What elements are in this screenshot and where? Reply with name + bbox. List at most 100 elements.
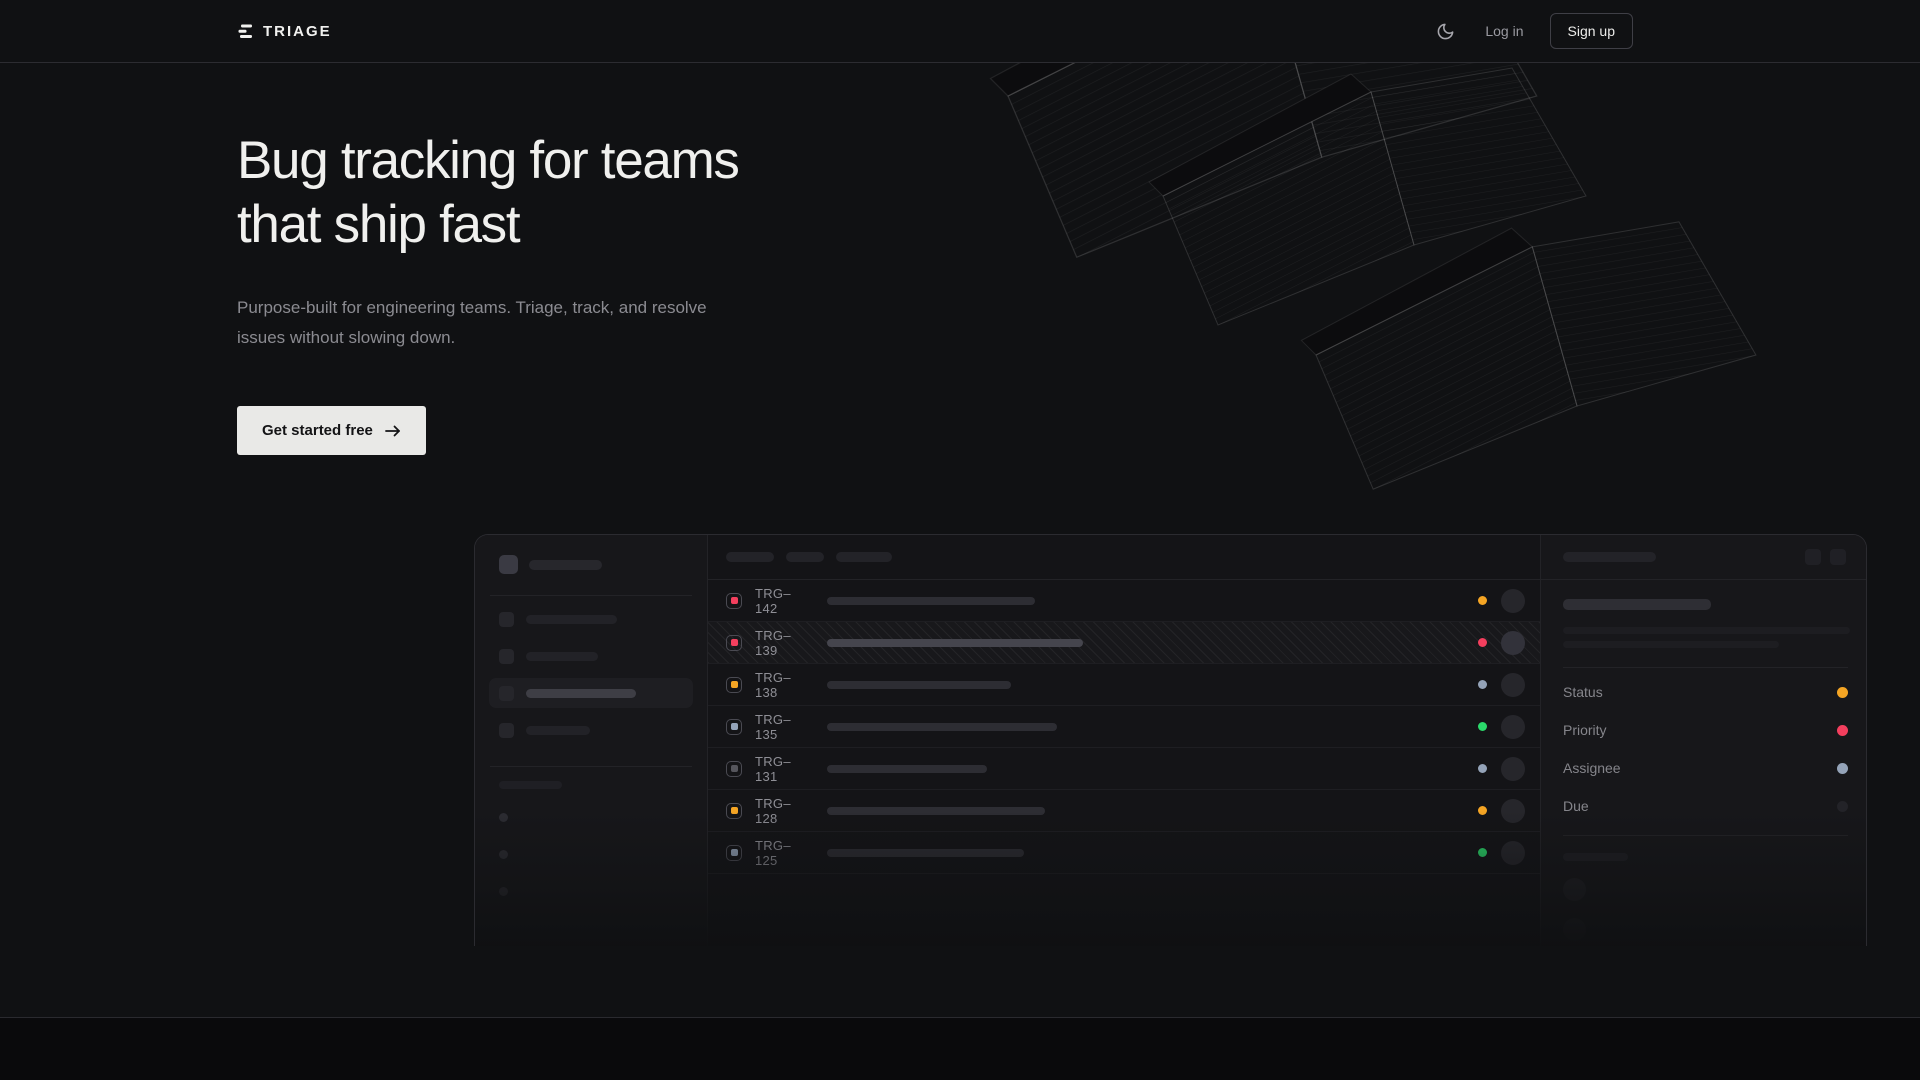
issue-row: TRG–131 xyxy=(708,748,1540,791)
detail-field-row: Assignee xyxy=(1563,749,1848,787)
get-started-label: Get started free xyxy=(262,422,373,440)
status-dot xyxy=(1478,638,1487,648)
nav-icon-placeholder xyxy=(499,611,514,627)
issue-id: TRG–142 xyxy=(755,585,791,616)
avatar xyxy=(1501,756,1525,781)
issue-row: TRG–142 xyxy=(708,580,1540,623)
avatar xyxy=(1501,672,1525,697)
issue-row: TRG–128 xyxy=(708,790,1540,833)
status-dot xyxy=(1478,680,1487,690)
divider xyxy=(490,766,692,768)
theme-toggle-button[interactable] xyxy=(1432,18,1459,45)
avatar xyxy=(1501,714,1525,739)
comment-avatar-placeholder xyxy=(1563,878,1586,902)
issue-list-header xyxy=(708,535,1540,581)
filter-pill-placeholder xyxy=(786,552,824,563)
status-dot xyxy=(1478,806,1487,816)
skeleton-bar xyxy=(526,688,636,698)
issue-row: TRG–139 xyxy=(708,622,1540,665)
skeleton-bar xyxy=(526,614,617,624)
panel-action-placeholder xyxy=(1830,549,1846,566)
workspace-logo-placeholder xyxy=(499,555,518,575)
avatar xyxy=(1501,588,1525,613)
issue-title-skeleton xyxy=(827,596,1035,605)
issue-type-icon xyxy=(726,844,742,861)
list-dot-placeholder xyxy=(499,850,508,860)
list-dot-placeholder xyxy=(499,887,508,897)
nav-icon-placeholder xyxy=(499,648,514,664)
list-dot-placeholder xyxy=(499,813,508,823)
filter-pill-placeholder xyxy=(726,552,774,563)
issue-title-skeleton xyxy=(827,638,1083,647)
issue-id: TRG–131 xyxy=(755,753,791,784)
issue-title-skeleton xyxy=(827,680,1011,689)
avatar xyxy=(1501,840,1525,865)
field-label: Status xyxy=(1563,684,1603,701)
status-dot xyxy=(1478,764,1487,774)
description-skeleton xyxy=(1563,627,1850,635)
sidebar-nav-item xyxy=(489,641,693,671)
sidebar-nav-item xyxy=(489,715,693,745)
sidebar-nav-item xyxy=(489,604,693,634)
field-value-dot xyxy=(1837,800,1848,812)
description-skeleton xyxy=(1563,641,1779,649)
status-dot xyxy=(1478,596,1487,606)
issue-id: TRG–128 xyxy=(755,795,791,826)
issue-row: TRG–125 xyxy=(708,832,1540,875)
arrow-right-icon xyxy=(384,425,400,437)
field-value-dot xyxy=(1837,686,1848,698)
signup-button[interactable]: Sign up xyxy=(1549,13,1633,49)
hero-title-line1: Bug tracking for teams xyxy=(237,131,740,190)
issue-type-icon xyxy=(726,634,742,651)
field-value-dot xyxy=(1837,762,1848,774)
divider xyxy=(1563,835,1848,837)
field-label: Due xyxy=(1563,798,1589,815)
brand-name: TRIAGE xyxy=(263,22,332,40)
hero-title: Bug tracking for teams that ship fast xyxy=(237,63,1920,256)
top-nav: TRIAGE Log in Sign up xyxy=(0,0,1920,63)
triage-logo-icon xyxy=(238,24,252,38)
status-dot xyxy=(1478,722,1487,732)
skeleton-bar xyxy=(1563,552,1656,563)
detail-field-row: Status xyxy=(1563,673,1848,711)
panel-action-placeholder xyxy=(1805,549,1821,566)
nav-icon-placeholder xyxy=(499,685,514,701)
brand[interactable]: TRIAGE xyxy=(237,23,332,40)
divider xyxy=(1563,667,1848,669)
hero-section: Bug tracking for teams that ship fast Pu… xyxy=(0,63,1920,1018)
issue-type-icon xyxy=(726,592,742,609)
workspace-row xyxy=(499,555,683,575)
section-label-skeleton xyxy=(499,781,562,790)
issue-id: TRG–138 xyxy=(755,669,791,700)
app-sidebar xyxy=(475,535,708,947)
skeleton-bar xyxy=(526,725,590,735)
hero-subtitle: Purpose-built for engineering teams. Tri… xyxy=(237,298,707,348)
issue-type-icon xyxy=(726,676,742,693)
detail-field-row: Priority xyxy=(1563,711,1848,749)
avatar xyxy=(1501,630,1525,655)
detail-field-row: Due xyxy=(1563,787,1848,825)
issue-type-icon xyxy=(726,718,742,735)
section-label-skeleton xyxy=(1563,853,1628,862)
issue-title-skeleton xyxy=(827,722,1057,731)
get-started-button[interactable]: Get started free xyxy=(237,406,426,456)
detail-panel-header xyxy=(1541,535,1866,581)
issue-title-skeleton xyxy=(1563,599,1711,611)
issue-title-skeleton xyxy=(827,806,1045,815)
skeleton-bar xyxy=(529,559,602,570)
field-label: Assignee xyxy=(1563,760,1621,777)
moon-icon xyxy=(1437,23,1454,39)
issue-type-icon xyxy=(726,760,742,777)
field-label: Priority xyxy=(1563,722,1607,739)
login-link[interactable]: Log in xyxy=(1485,23,1524,39)
footer-section xyxy=(0,1018,1920,1080)
issue-id: TRG–125 xyxy=(755,837,791,868)
issue-id: TRG–139 xyxy=(755,627,791,658)
skeleton-bar xyxy=(526,651,598,661)
issue-title-skeleton xyxy=(827,764,987,773)
issue-title-skeleton xyxy=(827,848,1024,857)
